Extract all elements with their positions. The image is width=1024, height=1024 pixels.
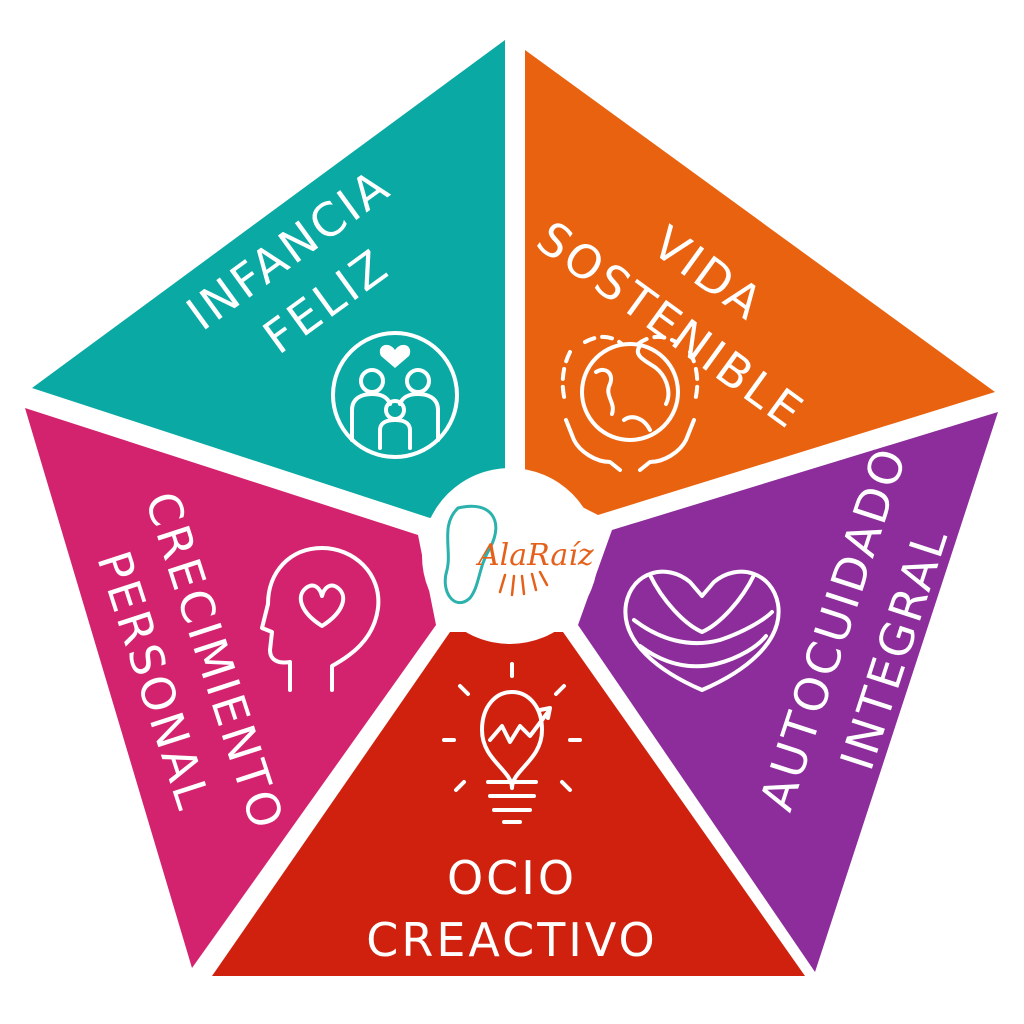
root-lines-icon [498,570,549,597]
segment-autocuidado-integral [578,412,998,972]
family-icon [331,331,459,459]
segment-vida-sostenible [525,50,995,515]
segment-ocio-creactivo [212,632,805,976]
logo: AlaRaíz [443,504,594,605]
globe-hands-icon [560,335,700,472]
butterfly-wing-icon [443,504,498,605]
label-ocio-line2: CREACTIVO [366,913,657,967]
lightbulb-icon [442,662,582,824]
head-heart-icon [260,546,381,692]
label-ocio-line1: OCIO [447,851,577,905]
label-ocio-creactivo: OCIO CREACTIVO [366,851,657,967]
logo-text: AlaRaíz [475,538,594,573]
self-hug-heart-icon [623,569,781,692]
